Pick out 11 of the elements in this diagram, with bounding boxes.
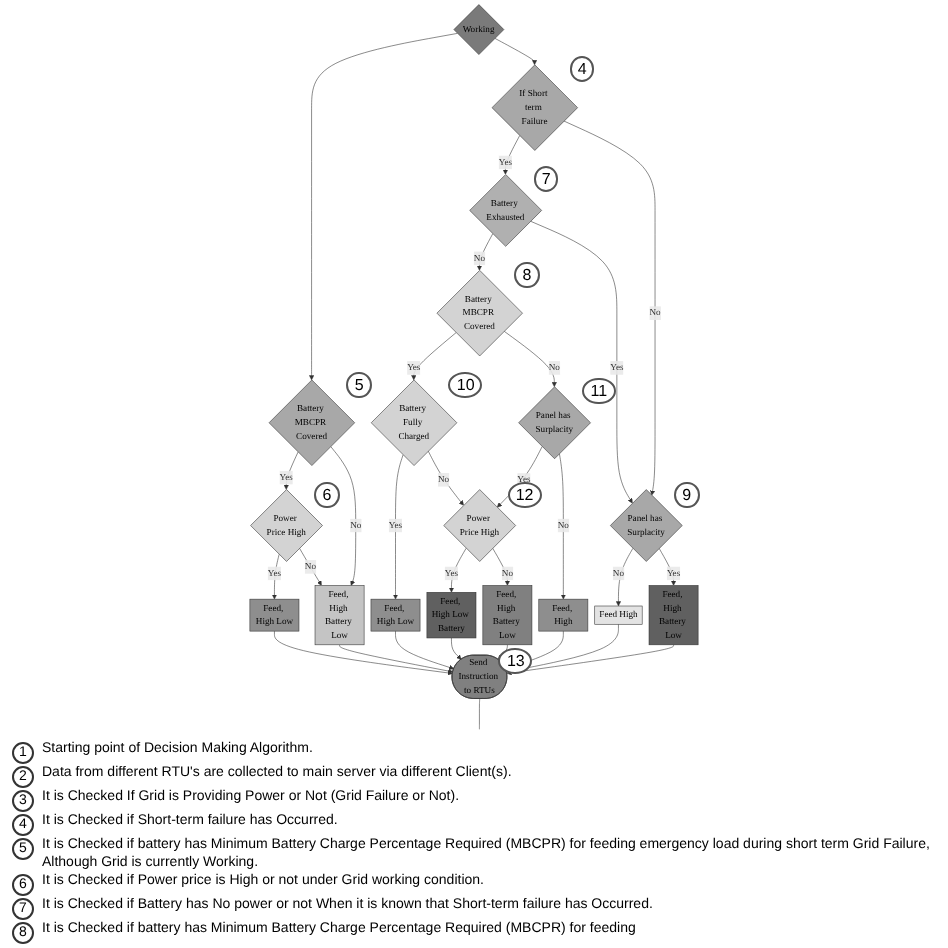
callout-number: 13	[498, 647, 533, 674]
callout-number: 7	[533, 166, 559, 193]
callout-number: 12	[507, 481, 542, 508]
connector	[479, 698, 480, 730]
callout-number: 10	[448, 371, 483, 398]
callout-number: 4	[569, 56, 595, 83]
callout-number: 9	[674, 481, 700, 508]
callout-number: 5	[346, 371, 372, 398]
callout-number: 11	[582, 378, 616, 405]
callout-number: 8	[514, 262, 540, 289]
callout-number: 6	[314, 481, 340, 508]
